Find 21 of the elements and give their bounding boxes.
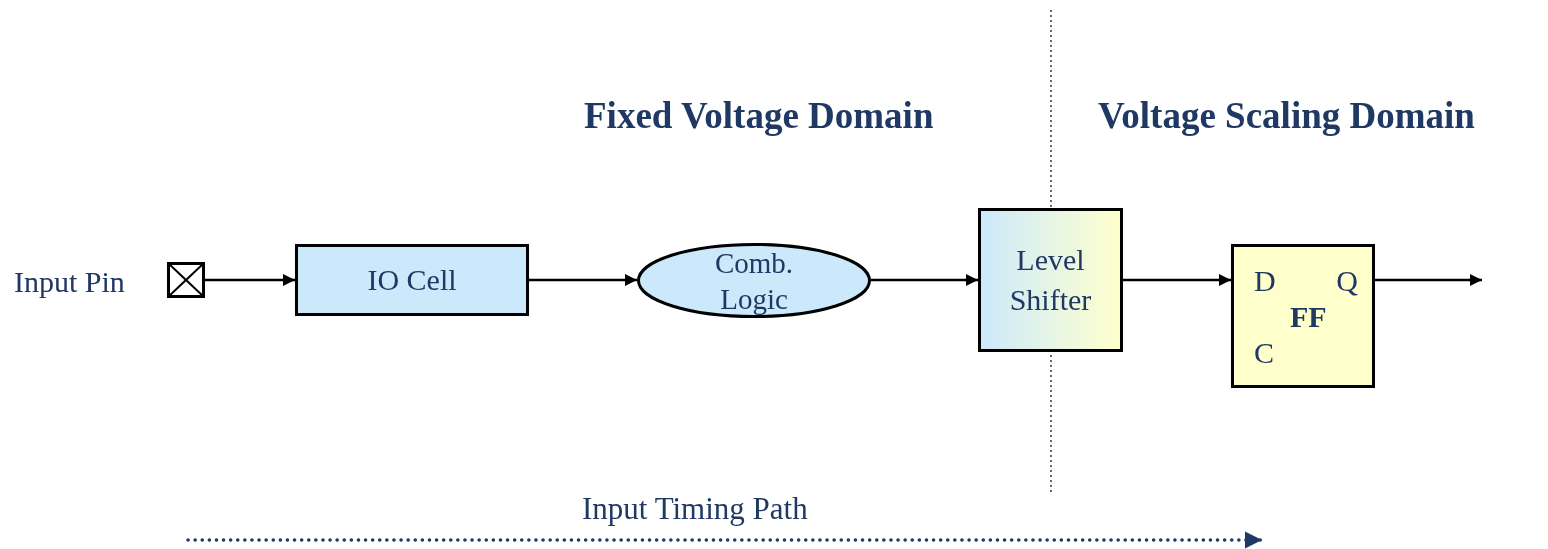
cell-box	[295, 244, 529, 316]
pin-name: D	[1254, 263, 1276, 299]
block-label: FF	[1290, 299, 1327, 335]
arrow	[1123, 273, 1231, 287]
flip-flop-box	[1231, 244, 1375, 388]
domain-title: Voltage Scaling Domain	[1098, 94, 1475, 138]
pin-name: Q	[1336, 263, 1358, 299]
node-text: Level Shifter	[1008, 242, 1093, 318]
node-text: Comb. Logic	[713, 245, 795, 317]
pin-name: C	[1254, 335, 1274, 371]
shifter-box	[978, 208, 1123, 352]
node-text: IO Cell	[366, 262, 458, 298]
pin-label: Input Pin	[14, 264, 125, 300]
arrow	[529, 273, 637, 287]
arrow	[871, 273, 978, 287]
path-label: Input Timing Path	[582, 490, 808, 528]
domain-title: Fixed Voltage Domain	[584, 94, 934, 138]
arrow	[1375, 273, 1482, 287]
logic-ellipse	[637, 243, 871, 318]
arrow	[205, 273, 295, 287]
pin-symbol	[167, 262, 205, 298]
